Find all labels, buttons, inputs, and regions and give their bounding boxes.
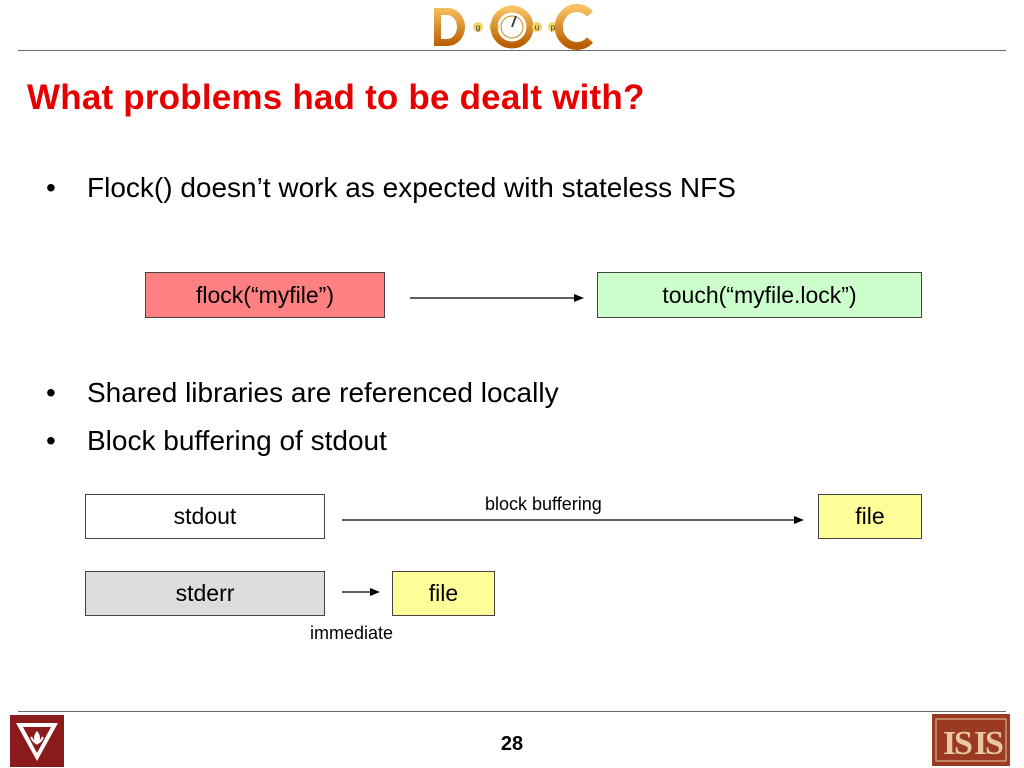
slide-title: What problems had to be dealt with? xyxy=(27,78,645,117)
bullet-text: Flock() doesn’t work as expected with st… xyxy=(87,172,736,203)
stderr-file-box: file xyxy=(392,571,495,616)
header-divider xyxy=(18,50,1006,51)
stdout-to-file-arrow xyxy=(342,516,804,524)
footer-divider xyxy=(18,711,1006,712)
bullet-marker: • xyxy=(46,172,56,203)
flock-box: flock(“myfile”) xyxy=(145,272,385,318)
bullet-text: Block buffering of stdout xyxy=(87,425,387,456)
stderr-to-file-arrow xyxy=(342,588,380,596)
svg-text:S: S xyxy=(985,725,1004,762)
bullet-marker: • xyxy=(46,425,56,456)
flock-to-touch-arrow xyxy=(410,294,584,302)
bullet-item: • Block buffering of stdout xyxy=(46,425,946,459)
bullet-text: Shared libraries are referenced locally xyxy=(87,377,559,408)
stdout-box: stdout xyxy=(85,494,325,539)
bullet-item: • Shared libraries are referenced locall… xyxy=(46,377,946,411)
doc-group-logo: g r u p xyxy=(434,4,593,50)
touch-box: touch(“myfile.lock”) xyxy=(597,272,922,318)
block-buffering-label: block buffering xyxy=(485,494,602,514)
stderr-box: stderr xyxy=(85,571,325,616)
svg-text:p: p xyxy=(551,23,556,32)
isis-logo: I S I S xyxy=(932,714,1010,766)
bullet-marker: • xyxy=(46,377,56,408)
vanderbilt-logo xyxy=(10,715,64,767)
svg-text:S: S xyxy=(954,725,973,762)
immediate-label: immediate xyxy=(310,623,394,643)
svg-text:I: I xyxy=(974,725,987,762)
page-number: 28 xyxy=(500,733,524,755)
bullet-item: • Flock() doesn’t work as expected with … xyxy=(46,172,946,206)
svg-text:g: g xyxy=(476,23,480,32)
svg-text:I: I xyxy=(943,725,956,762)
svg-text:u: u xyxy=(535,23,539,32)
stdout-file-box: file xyxy=(818,494,922,539)
